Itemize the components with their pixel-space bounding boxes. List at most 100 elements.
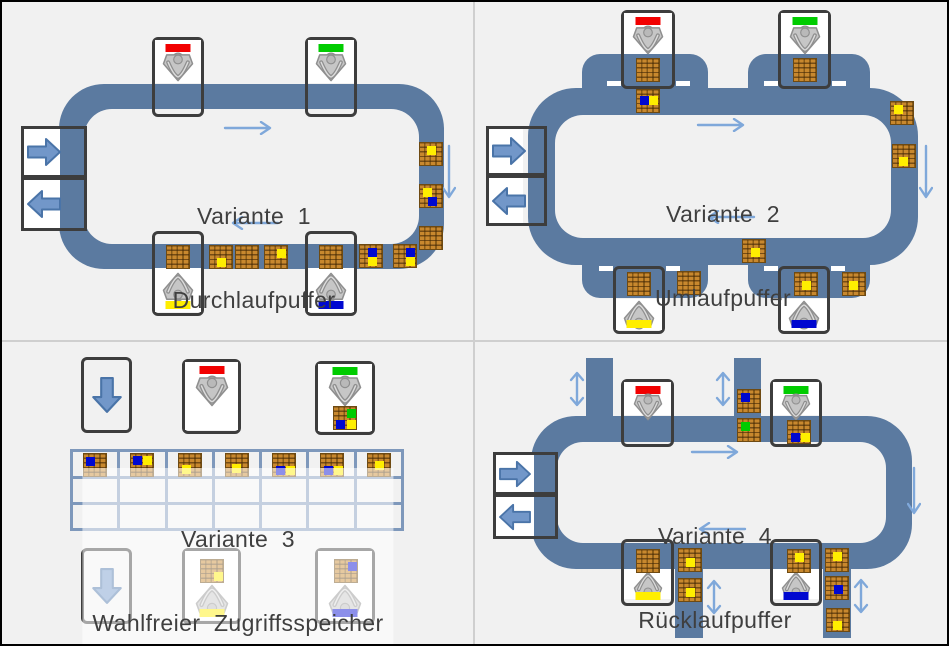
pallet-icon bbox=[627, 272, 651, 296]
flow-arrow-down-icon bbox=[442, 144, 456, 199]
part-yellow bbox=[368, 257, 377, 266]
variant-title-line1: Variante 1 bbox=[197, 203, 311, 229]
shuttle-double-arrow-icon bbox=[715, 371, 731, 407]
part-blue bbox=[86, 457, 96, 466]
pallet-icon bbox=[742, 239, 766, 263]
robot-icon bbox=[632, 393, 664, 421]
robot-icon bbox=[780, 393, 812, 421]
part-yellow bbox=[277, 249, 286, 258]
station-marker-green bbox=[332, 367, 358, 375]
part-yellow bbox=[374, 461, 384, 470]
pallet-icon bbox=[419, 226, 443, 250]
station-marker-green bbox=[318, 44, 344, 52]
part-yellow bbox=[751, 248, 760, 257]
station-marker-yellow bbox=[626, 320, 652, 328]
input-block-arrow-icon bbox=[90, 376, 124, 414]
conveyor-loop-inner bbox=[557, 442, 886, 543]
station-yellow bbox=[152, 231, 204, 316]
shuttle-double-arrow-icon bbox=[569, 371, 585, 407]
pallet-icon bbox=[636, 89, 660, 113]
pallet-icon bbox=[892, 144, 916, 168]
variant-title: Variante 3 Wahlfreier Zugriffsspeicher bbox=[82, 468, 394, 644]
part-yellow bbox=[833, 552, 842, 561]
pallet-icon bbox=[677, 271, 701, 295]
pallet-icon bbox=[209, 245, 233, 269]
part-blue bbox=[640, 96, 649, 105]
part-yellow bbox=[423, 188, 432, 197]
station-marker-red bbox=[199, 366, 224, 374]
pallet-icon bbox=[235, 245, 259, 269]
outbound-block-arrow-icon bbox=[26, 188, 62, 220]
part-yellow bbox=[347, 420, 356, 429]
flow-arrow-down-icon bbox=[919, 144, 933, 199]
robot-icon bbox=[327, 375, 363, 407]
outbound-block-arrow-icon bbox=[498, 502, 532, 532]
variant-3-panel: Variante 3 Wahlfreier Zugriffsspeicher bbox=[2, 342, 475, 644]
switch-marker bbox=[607, 81, 621, 86]
pallet-icon bbox=[825, 576, 849, 600]
station-yellow bbox=[621, 539, 674, 606]
pallet-icon bbox=[737, 389, 761, 413]
variant-1-panel: Variante 1 Durchlaufpuffer bbox=[2, 2, 475, 342]
station-blue bbox=[305, 231, 357, 316]
part-blue bbox=[834, 585, 843, 594]
inbound-block-arrow-icon bbox=[491, 135, 527, 167]
part-blue bbox=[368, 248, 377, 257]
inbound-box bbox=[493, 452, 558, 495]
flow-arrow-right-icon bbox=[696, 118, 745, 132]
station-green bbox=[305, 37, 357, 117]
outbound-block-arrow-icon bbox=[491, 185, 527, 217]
station-red bbox=[621, 10, 675, 89]
variant-4-panel: Variante 4 Rücklaufpuffer bbox=[475, 342, 947, 644]
pallet-icon bbox=[636, 58, 660, 82]
pallet-icon bbox=[737, 418, 761, 442]
pallet-icon bbox=[419, 184, 443, 208]
station-marker-green bbox=[792, 17, 817, 25]
pallet-icon bbox=[794, 272, 818, 296]
station-marker-green bbox=[783, 386, 809, 394]
inbound-block-arrow-icon bbox=[498, 459, 532, 489]
part-yellow bbox=[686, 558, 695, 567]
part-yellow bbox=[894, 105, 903, 114]
robot-icon bbox=[631, 25, 665, 55]
conveyor-loop-inner bbox=[84, 109, 419, 244]
pallet-icon bbox=[890, 101, 914, 125]
flow-arrow-right-icon bbox=[223, 121, 272, 135]
part-green bbox=[347, 409, 356, 418]
station-marker-red bbox=[165, 44, 191, 52]
part-blue bbox=[741, 393, 750, 402]
variant-title-line2: Durchlaufpuffer bbox=[172, 287, 336, 313]
station-marker-red bbox=[635, 17, 661, 25]
part-yellow bbox=[686, 588, 695, 597]
part-blue bbox=[336, 420, 345, 429]
outbound-box bbox=[493, 494, 558, 539]
pallet-icon bbox=[678, 578, 702, 602]
part-yellow bbox=[217, 258, 226, 267]
station-blue bbox=[770, 539, 822, 606]
switch-marker bbox=[831, 266, 845, 271]
pallet-icon bbox=[359, 244, 383, 268]
variant-2-panel: Variante 2 Umlaufpuffer bbox=[475, 2, 947, 342]
part-yellow bbox=[795, 553, 804, 562]
outbound-box bbox=[486, 175, 547, 226]
part-green bbox=[741, 422, 750, 431]
flow-arrow-right-icon bbox=[690, 445, 739, 459]
part-yellow bbox=[427, 146, 436, 155]
pallet-icon bbox=[842, 272, 866, 296]
part-blue bbox=[406, 248, 415, 257]
variant-title-line2: Rücklaufpuffer bbox=[638, 607, 792, 633]
variant-title-line1: Variante 2 bbox=[666, 201, 780, 227]
pallet-icon bbox=[826, 608, 850, 632]
station-green bbox=[778, 10, 831, 89]
switch-marker bbox=[599, 266, 613, 271]
pallet-icon bbox=[787, 549, 811, 573]
station-marker-yellow bbox=[165, 301, 191, 309]
part-yellow bbox=[899, 157, 908, 166]
switch-marker bbox=[666, 266, 680, 271]
pallet-icon bbox=[825, 548, 849, 572]
robot-icon bbox=[161, 52, 195, 82]
buffer-spur bbox=[586, 358, 613, 420]
part-yellow bbox=[143, 456, 153, 465]
robot-icon bbox=[788, 25, 822, 55]
inbound-box bbox=[486, 126, 547, 176]
